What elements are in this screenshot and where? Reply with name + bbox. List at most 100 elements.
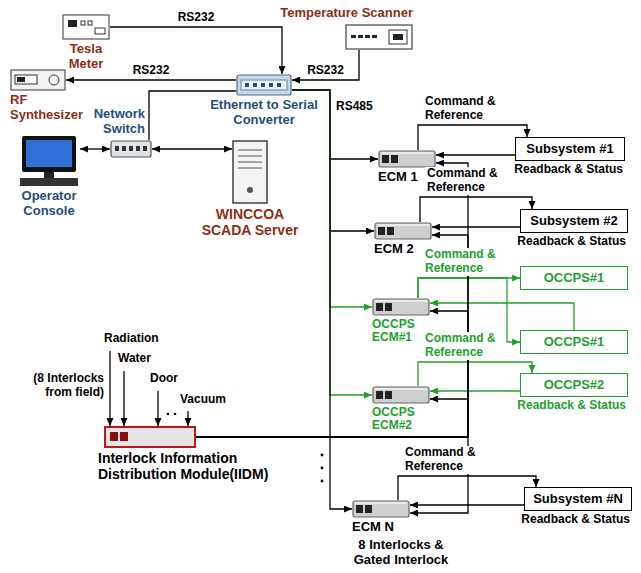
field-arrow <box>109 351 110 426</box>
icon-part <box>22 136 76 172</box>
subsystem-box: Subsystem #2 <box>520 209 628 233</box>
icon-part <box>393 34 403 40</box>
device-node: Tesla Meter <box>62 14 110 40</box>
icon-part <box>63 15 109 39</box>
icon-part <box>375 223 431 239</box>
connector <box>430 303 574 330</box>
icon-part <box>110 432 118 441</box>
icon-part <box>253 83 257 87</box>
device-label: OCCPS ECM#2 <box>372 406 428 432</box>
icon-part <box>238 156 262 157</box>
icon-part <box>379 151 435 167</box>
icon-part <box>277 83 281 87</box>
device-node: ECM 2 <box>374 222 432 240</box>
edge-label: Readback & Status <box>515 399 628 413</box>
connector <box>420 197 532 222</box>
icon-part <box>17 77 25 82</box>
pc-icon <box>18 135 80 187</box>
tesla-icon <box>62 14 110 40</box>
connector <box>196 399 468 437</box>
connector <box>152 148 232 149</box>
icon-part <box>373 387 429 403</box>
edge-label: RS232 <box>176 11 217 25</box>
icon-part <box>111 141 151 157</box>
ecm-icon <box>378 150 436 168</box>
device-node: WINCCOA SCADA Server <box>232 140 268 204</box>
icon-part <box>385 303 392 311</box>
icon-part <box>389 30 407 44</box>
edge-label: RS232 <box>131 64 172 78</box>
connector <box>436 154 515 155</box>
icon-part <box>245 83 249 87</box>
server-icon <box>232 140 268 204</box>
icon-part <box>269 83 273 87</box>
edge-label: Readback & Status <box>512 163 625 177</box>
icon-part <box>26 140 72 167</box>
switch-icon <box>110 140 152 158</box>
field-label: (8 Interlocks from field) <box>18 372 104 400</box>
box-label: OCCPS#1 <box>544 335 605 350</box>
edge-label: Readback & Status <box>515 235 628 249</box>
device-node: ECM 1 <box>378 150 436 168</box>
icon-part <box>49 75 59 85</box>
scan-icon <box>345 24 413 50</box>
connector <box>398 476 536 500</box>
device-node: Interlock Information Distribution Modul… <box>104 426 196 448</box>
device-label: ECM N <box>352 520 412 535</box>
field-arrow <box>157 391 158 426</box>
icon-part <box>382 155 389 163</box>
edge-label: Command & Reference <box>425 167 505 195</box>
box-label: Subsystem #2 <box>530 214 617 229</box>
device-label: WINCCOA SCADA Server <box>190 206 310 238</box>
icon-part <box>241 80 287 90</box>
device-node: RF Synthesizer <box>10 69 66 91</box>
ecm-icon <box>374 222 432 240</box>
icon-part <box>356 505 363 513</box>
icon-part <box>237 75 291 95</box>
icon-part <box>376 303 383 311</box>
icon-part <box>120 432 128 441</box>
device-node: Operator Console <box>18 135 80 187</box>
ellipsis-dot <box>167 413 170 416</box>
conv-icon <box>236 74 292 96</box>
connector <box>410 504 524 505</box>
icon-part <box>11 70 65 90</box>
connector <box>418 125 527 150</box>
device-label: OCCPS ECM#1 <box>372 318 428 344</box>
connector <box>292 90 352 509</box>
icon-part <box>385 391 392 399</box>
iidm-icon <box>104 426 196 448</box>
icon-part <box>238 162 262 163</box>
icon-part <box>375 388 427 390</box>
icon-part <box>238 168 262 169</box>
ellipsis-dot <box>174 413 177 416</box>
connector <box>292 50 359 80</box>
icon-part <box>391 155 398 163</box>
subsystem-box: Subsystem #N <box>524 487 632 511</box>
icon-part <box>376 391 383 399</box>
ellipsis-dot <box>321 454 324 457</box>
edge-label: Command & Reference <box>423 95 503 123</box>
box-label: Subsystem #N <box>533 492 623 507</box>
field-label: Water <box>118 352 151 366</box>
field-arrow <box>187 411 188 426</box>
subsystem-box: OCCPS#1 <box>520 266 628 290</box>
device-label: Tesla Meter <box>60 42 112 72</box>
connector <box>66 79 236 80</box>
ellipsis-dot <box>321 467 324 470</box>
field-label: Radiation <box>104 332 159 346</box>
icon-part <box>105 427 195 447</box>
connector <box>432 226 520 227</box>
device-node: OCCPS ECM#1 <box>372 298 430 316</box>
icon-part <box>88 21 92 25</box>
icon-part <box>233 141 267 203</box>
icon-part <box>68 20 77 27</box>
icon-part <box>365 505 372 513</box>
icon-part <box>372 35 377 38</box>
device-node: Ethernet to Serial Converter <box>236 74 292 96</box>
icon-part <box>353 501 409 517</box>
icon-part <box>122 146 126 151</box>
subsystem-box: OCCPS#1 <box>520 330 628 354</box>
icon-part <box>95 28 105 34</box>
